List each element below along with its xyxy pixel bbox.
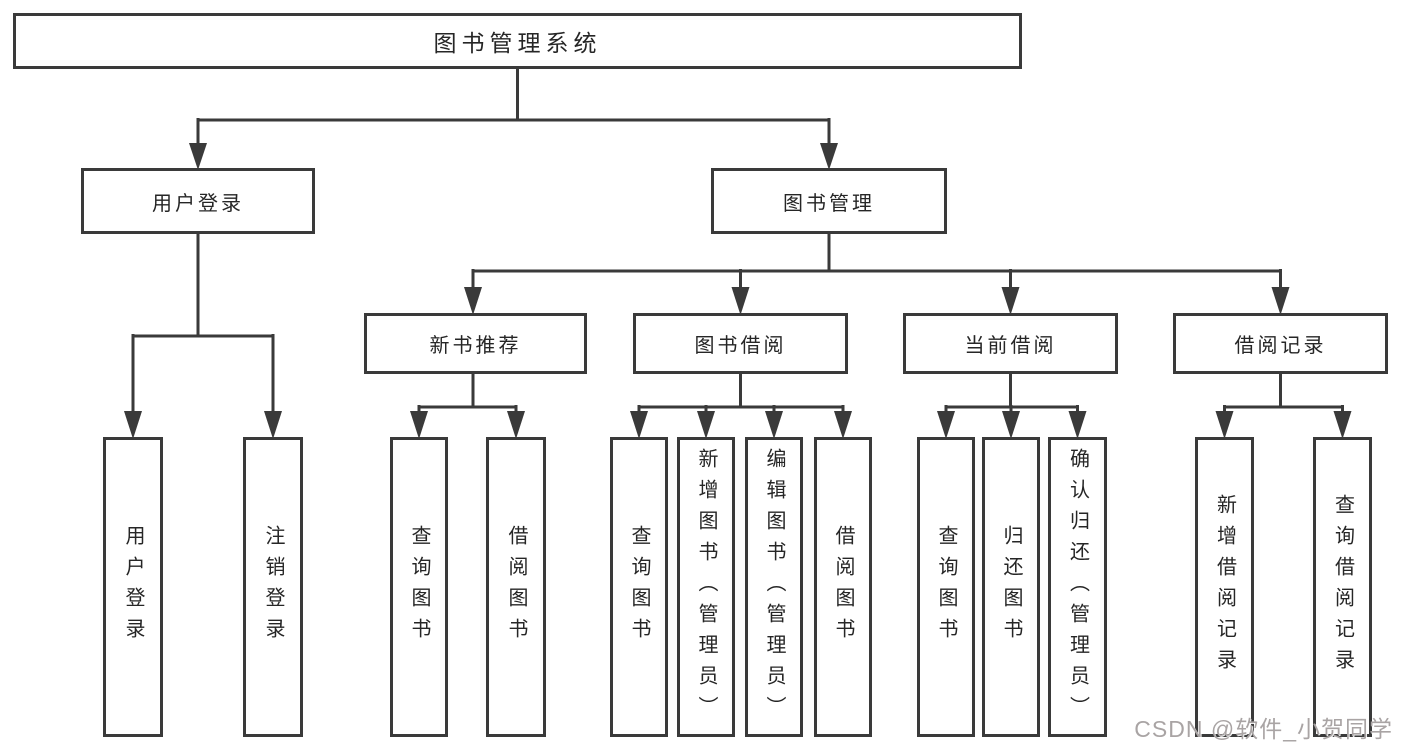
node-label: 当前借阅 [964,335,1057,357]
node-label: 图书管理 [783,192,875,215]
leaf-borrow-books: 借阅图书 [814,437,872,737]
node-label: 注销登录 [262,525,284,649]
node-label: 新增图书（管理员） [695,447,717,727]
leaf-return-books: 归还图书 [982,437,1040,737]
node-label: 编辑图书（管理员） [763,447,785,727]
node-label: 新增借阅记录 [1213,494,1236,680]
leaf-borrow-books-recommend: 借阅图书 [486,437,546,737]
leaf-add-borrow-record: 新增借阅记录 [1195,437,1254,737]
node-label: 用户登录 [122,525,144,649]
leaf-query-books-borrow: 查询图书 [610,437,668,737]
node-label: 图书借阅 [694,335,787,357]
node-label: 新书推荐 [429,335,522,357]
node-label: 查询图书 [935,525,957,649]
node-label: 查询图书 [628,525,650,649]
leaf-logout: 注销登录 [243,437,303,737]
node-root-library-system: 图书管理系统 [13,13,1022,69]
node-label: 查询图书 [408,525,430,649]
node-label: 借阅图书 [832,525,854,649]
node-current-borrow: 当前借阅 [903,313,1118,374]
leaf-edit-book-admin: 编辑图书（管理员） [745,437,803,737]
leaf-user-login: 用户登录 [103,437,163,737]
leaf-add-book-admin: 新增图书（管理员） [677,437,735,737]
node-label: 确认归还（管理员） [1066,447,1089,727]
node-label: 借阅图书 [505,525,527,649]
node-user-login: 用户登录 [81,168,315,234]
node-label: 借阅记录 [1234,335,1327,357]
leaf-confirm-return-admin: 确认归还（管理员） [1048,437,1107,737]
node-new-book-recommend: 新书推荐 [364,313,587,374]
node-label: 查询借阅记录 [1331,494,1354,680]
node-book-borrow: 图书借阅 [633,313,848,374]
leaf-query-books-recommend: 查询图书 [390,437,448,737]
leaf-query-books-current: 查询图书 [917,437,975,737]
node-label: 归还图书 [1000,525,1022,649]
csdn-watermark: CSDN @软件_小贺同学 [1134,716,1393,742]
node-borrow-records: 借阅记录 [1173,313,1388,374]
node-book-management: 图书管理 [711,168,947,234]
node-label: 图书管理系统 [433,30,602,56]
node-label: 用户登录 [152,192,244,215]
leaf-query-borrow-record: 查询借阅记录 [1313,437,1372,737]
